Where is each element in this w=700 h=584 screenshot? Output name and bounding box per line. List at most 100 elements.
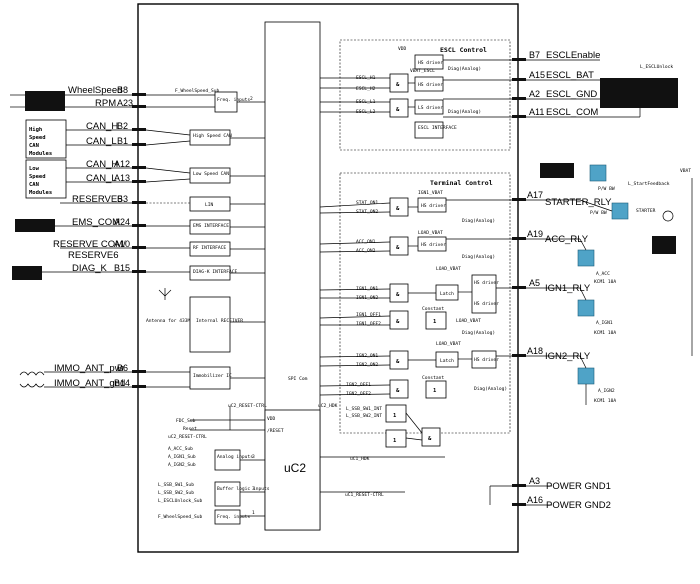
uc1-output-lines [319, 77, 391, 396]
svg-text:HS driver: HS driver [474, 357, 499, 363]
starter-switch-block [540, 163, 574, 178]
signal-can-l-hs: CAN_L [86, 136, 117, 147]
signal-rpm: RPM [95, 98, 116, 109]
starter-relay-2 [611, 202, 629, 220]
svg-text:Immobilizer IC: Immobilizer IC [193, 373, 232, 379]
svg-text:1: 1 [433, 319, 437, 325]
svg-text:3: 3 [252, 486, 255, 492]
signal-can-h-ls: CAN_H [86, 159, 118, 170]
pin-a24: A24 [114, 217, 130, 227]
signal-ems-com: EMS_COM [72, 217, 120, 228]
svg-text:VDD: VDD [398, 46, 407, 52]
pin-b7: B7 [529, 50, 540, 60]
pin-a15: A15 [529, 70, 545, 80]
signal-escl-bat: ESCL_BAT [546, 70, 594, 81]
svg-text:Diag(Analog): Diag(Analog) [448, 109, 481, 115]
svg-text:LS driver: LS driver [418, 105, 443, 111]
svg-text:SPI Com: SPI Com [288, 376, 308, 382]
right-connector-stubs [512, 58, 526, 506]
svg-text:Low: Low [29, 166, 40, 172]
immo-coil-icon [19, 371, 45, 388]
svg-text:Freq. inputs: Freq. inputs [217, 97, 250, 103]
svg-text:KCM1 10A: KCM1 10A [594, 279, 616, 285]
svg-text:L_ESCLUnlock: L_ESCLUnlock [640, 64, 673, 70]
svg-text:uC2_RESET-CTRL: uC2_RESET-CTRL [168, 434, 207, 440]
svg-text:HS driver: HS driver [421, 203, 446, 209]
antenna-icon [158, 288, 172, 300]
svg-text:&: & [396, 82, 400, 88]
svg-text:Reset: Reset [183, 426, 197, 432]
low-speed-can-modules [25, 159, 67, 199]
and-gate-ign1-off [389, 310, 409, 330]
analog-inputs-block [214, 449, 241, 471]
svg-text:Diag(Analog): Diag(Analog) [462, 254, 495, 260]
pin-a19: A19 [527, 229, 543, 239]
svg-text:LOAD_VBAT: LOAD_VBAT [436, 341, 461, 347]
hs-can-block [189, 129, 231, 146]
svg-text:ESCL INTERFACE: ESCL INTERFACE [418, 125, 457, 131]
pin-b15: B15 [114, 263, 130, 273]
svg-text:Modules: Modules [29, 190, 52, 196]
acc-relay [577, 249, 595, 267]
pin-a2: A2 [529, 89, 540, 99]
svg-text:1: 1 [433, 388, 437, 394]
svg-text:&: & [396, 206, 400, 212]
pin-b2: B2 [117, 121, 128, 131]
uc2-label: uC2 [284, 461, 306, 475]
svg-text:STAT_ON1: STAT_ON1 [356, 200, 378, 206]
pin-a3: A3 [529, 476, 540, 486]
svg-text:HS driver: HS driver [474, 301, 499, 307]
svg-text:HS driver: HS driver [421, 242, 446, 248]
pin-a18: A18 [527, 346, 543, 356]
svg-text:High Speed CAN: High Speed CAN [193, 133, 232, 139]
signal-reserve6: RESERVE6 [68, 250, 119, 261]
pin-a17: A17 [527, 190, 543, 200]
svg-text:F_WheelSpeed_Sub: F_WheelSpeed_Sub [175, 88, 219, 94]
svg-text:F_WheelSpeed_Sub: F_WheelSpeed_Sub [158, 514, 202, 520]
svg-text:A_IGN2_Sub: A_IGN2_Sub [168, 462, 196, 468]
svg-text:&: & [396, 388, 400, 394]
buffer-logic-block [214, 481, 241, 507]
escl-interface-block [414, 121, 444, 139]
svg-text:VDD: VDD [267, 416, 276, 422]
svg-text:3: 3 [252, 454, 255, 460]
svg-text:1: 1 [393, 438, 397, 444]
svg-text:A_IGN1_Sub: A_IGN1_Sub [168, 454, 196, 460]
svg-text:Diag(Analog): Diag(Analog) [462, 218, 495, 224]
svg-text:RF INTERFACE: RF INTERFACE [193, 245, 226, 251]
svg-text:A_ACC_Sub: A_ACC_Sub [168, 446, 193, 452]
signal-can-h-hs: CAN_H [86, 121, 118, 132]
signal-reserve5: RESERVE5 [72, 194, 123, 205]
svg-text:Constant: Constant [422, 306, 444, 312]
ign1-constant [425, 311, 447, 330]
signal-escl-enable: ESCLEnable [546, 50, 600, 61]
acc-hs-driver [417, 236, 447, 252]
ign2-relay [577, 367, 595, 385]
svg-text:uC1_HDK: uC1_HDK [350, 456, 370, 462]
ign2-constant [425, 380, 447, 399]
signal-escl-gnd: ESCL_GND [546, 89, 597, 100]
pin-b3: B3 [117, 194, 128, 204]
svg-text:HS driver: HS driver [418, 82, 443, 88]
svg-text:A_IGN2: A_IGN2 [598, 388, 615, 394]
svg-text:/RESET: /RESET [267, 428, 284, 434]
escl-hs-driver-1 [414, 54, 444, 70]
pin-b14: B14 [114, 378, 130, 388]
acc-load-block [652, 236, 676, 254]
svg-text:P/W BW: P/W BW [590, 210, 607, 216]
svg-text:LOAD_VBAT: LOAD_VBAT [436, 266, 461, 272]
svg-text:VBAT_ESCL: VBAT_ESCL [410, 68, 435, 74]
svg-text:P/W BW: P/W BW [598, 186, 615, 192]
svg-text:1: 1 [393, 413, 397, 419]
svg-text:L_ESCLUnlock_Sub: L_ESCLUnlock_Sub [158, 498, 202, 504]
svg-text:IGN1_VBAT: IGN1_VBAT [418, 190, 443, 196]
svg-text:HS driver: HS driver [474, 280, 499, 286]
svg-text:Constant: Constant [422, 375, 444, 381]
svg-text:uC2_RESET-CTRL: uC2_RESET-CTRL [228, 403, 267, 409]
svg-text:Diag(Analog): Diag(Analog) [474, 386, 507, 392]
pin-a5: A5 [529, 278, 540, 288]
svg-text:IGN1_OFF1: IGN1_OFF1 [356, 312, 381, 318]
svg-text:uC1_RESET-CTRL: uC1_RESET-CTRL [345, 492, 384, 498]
escl-hs-driver-2 [414, 76, 444, 92]
ems-block [15, 219, 55, 232]
